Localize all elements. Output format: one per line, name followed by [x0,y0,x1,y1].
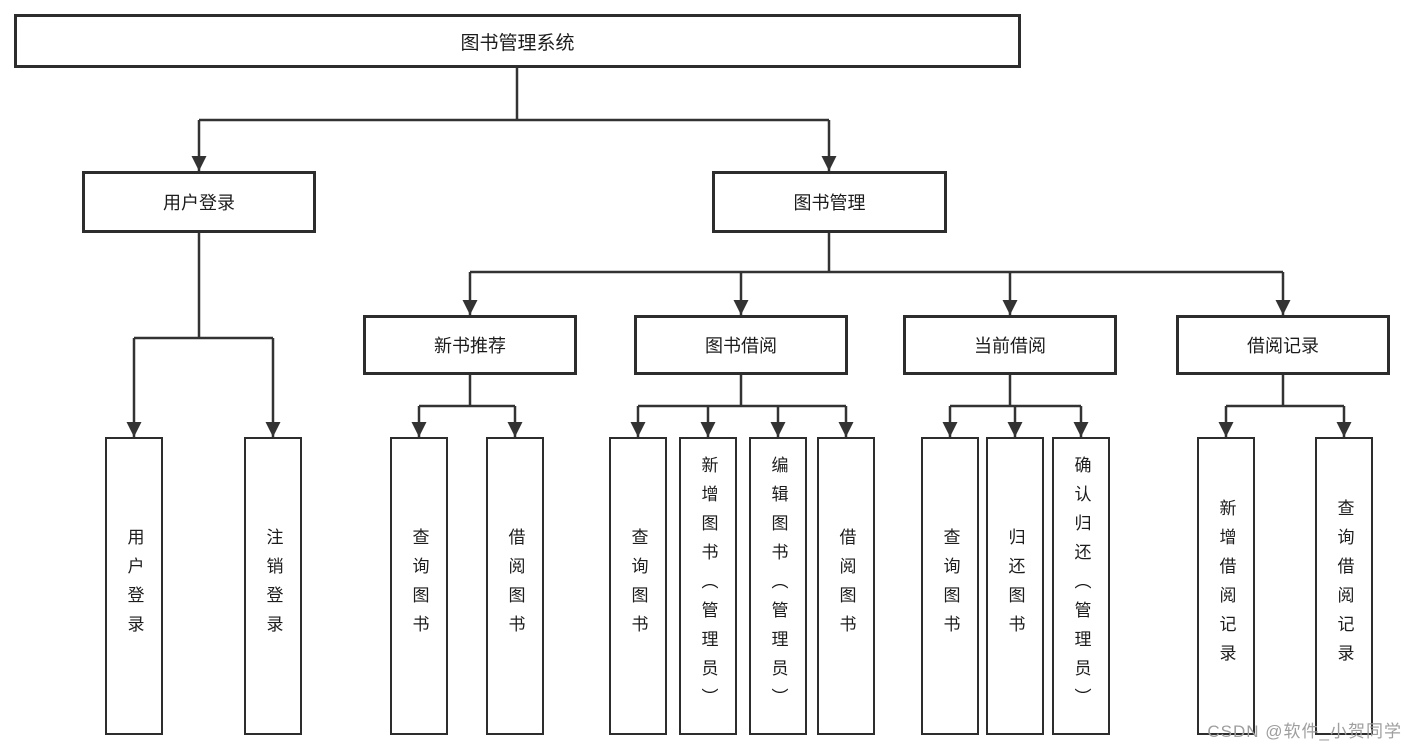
node-label: 注销登录 [263,528,283,644]
node-label: 用户登录 [163,193,235,213]
leaf-query-books-borrow: 查询图书 [609,437,667,735]
node-book-management: 图书管理 [712,171,947,233]
leaf-add-borrow-record: 新增借阅记录 [1197,437,1255,735]
leaf-add-books-admin: 新增图书（管理员） [679,437,737,735]
node-new-book-recommend: 新书推荐 [363,315,577,375]
leaf-query-books-current: 查询图书 [921,437,979,735]
node-label: 借阅记录 [1247,336,1319,356]
node-label: 新增借阅记录 [1216,499,1236,673]
leaf-query-borrow-record: 查询借阅记录 [1315,437,1373,735]
node-label: 归还图书 [1005,528,1025,644]
node-label: 查询图书 [628,528,648,644]
node-label: 查询借阅记录 [1334,499,1354,673]
node-label: 确认归还（管理员） [1071,455,1091,717]
node-label: 编辑图书（管理员） [768,455,788,717]
leaf-borrow-books-recommend: 借阅图书 [486,437,544,735]
leaf-user-login: 用户登录 [105,437,163,735]
csdn-watermark: CSDN @软件_小贺同学 [1207,722,1402,741]
node-label: 图书管理 [793,193,866,213]
node-user-login: 用户登录 [82,171,316,233]
node-label: 图书借阅 [705,336,777,356]
node-book-borrow: 图书借阅 [634,315,848,375]
node-label: 图书管理系统 [460,32,575,54]
node-library-management-system: 图书管理系统 [14,14,1021,68]
node-label: 新增图书（管理员） [698,455,718,717]
node-current-borrow: 当前借阅 [903,315,1117,375]
leaf-confirm-return-admin: 确认归还（管理员） [1052,437,1110,735]
node-label: 借阅图书 [836,528,856,644]
node-label: 当前借阅 [974,336,1046,356]
leaf-logout: 注销登录 [244,437,302,735]
node-label: 借阅图书 [505,528,525,644]
node-borrow-records: 借阅记录 [1176,315,1390,375]
leaf-query-books-recommend: 查询图书 [390,437,448,735]
leaf-edit-books-admin: 编辑图书（管理员） [749,437,807,735]
node-label: 新书推荐 [434,336,506,356]
node-label: 查询图书 [940,528,960,644]
leaf-return-books: 归还图书 [986,437,1044,735]
node-label: 用户登录 [124,528,144,644]
leaf-borrow-books: 借阅图书 [817,437,875,735]
node-label: 查询图书 [409,528,429,644]
